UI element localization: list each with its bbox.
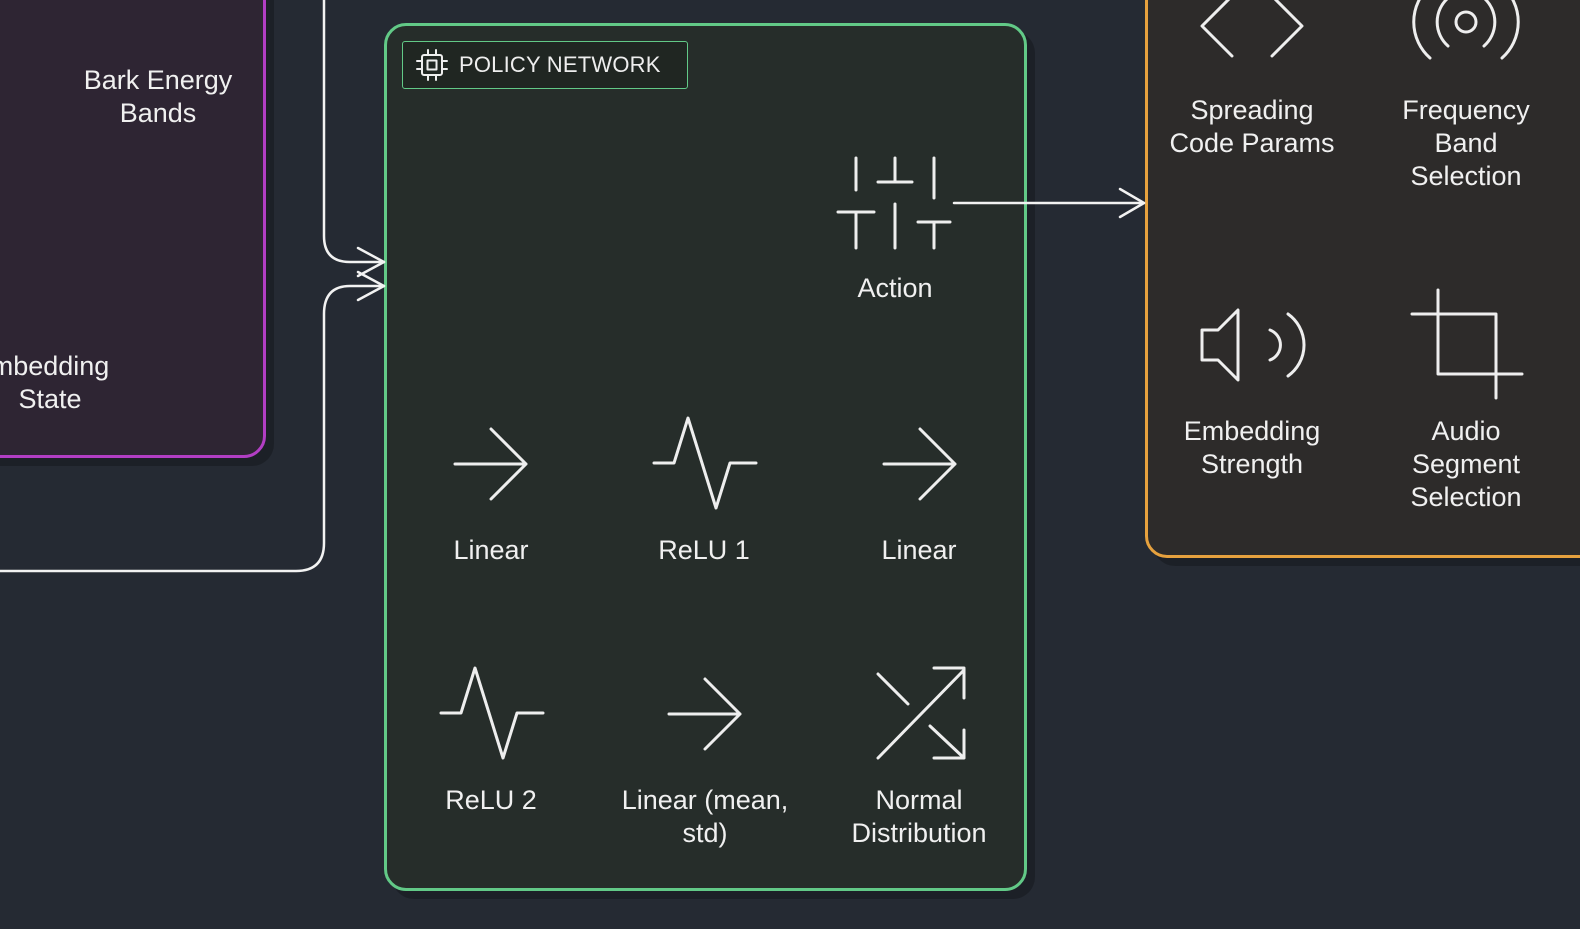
relu-2-label: ReLU 2 xyxy=(445,785,537,815)
policy-network-badge: POLICY NETWORK xyxy=(402,41,688,89)
cpu-chip-icon xyxy=(416,49,448,81)
action-output-panel xyxy=(1145,0,1580,558)
embedding-strength-label: Embedding Strength xyxy=(1183,416,1321,479)
linear-layer-1-label: Linear xyxy=(453,535,529,565)
arrowhead-output-input xyxy=(1118,187,1146,219)
shuffle-icon xyxy=(876,666,966,760)
arrow-right-icon xyxy=(667,677,742,751)
activity-icon xyxy=(652,416,758,510)
normal-distribution-label: Normal Distribution xyxy=(851,785,987,848)
code-brackets-icon xyxy=(1200,0,1304,58)
frequency-band-selection-label: Frequency Band Selection xyxy=(1402,95,1530,191)
radio-broadcast-icon xyxy=(1412,0,1520,60)
arrow-right-icon xyxy=(882,427,957,501)
arrowhead-policy-input-upper xyxy=(356,246,386,278)
policy-network-panel xyxy=(384,23,1027,891)
audio-segment-selection-label: Audio Segment Selection xyxy=(1410,416,1522,512)
bark-energy-bands-label: Bark Energy Bands xyxy=(83,65,233,128)
arrow-right-icon xyxy=(453,427,528,501)
sliders-icon xyxy=(836,156,952,250)
linear-layer-2-label: Linear xyxy=(881,535,957,565)
linear-mean-std-label: Linear (mean, std) xyxy=(621,785,789,848)
activity-icon xyxy=(439,666,545,760)
volume-icon xyxy=(1200,308,1306,382)
wire-bark-energy-to-policy xyxy=(322,0,386,264)
policy-network-title: POLICY NETWORK xyxy=(459,52,661,77)
action-label: Action xyxy=(857,273,933,303)
spreading-code-params-label: Spreading Code Params xyxy=(1169,95,1335,158)
relu-1-label: ReLU 1 xyxy=(658,535,750,565)
crop-icon xyxy=(1410,288,1524,400)
arrowhead-policy-input-lower xyxy=(356,270,386,302)
embedding-state-label: mbedding State xyxy=(0,351,110,414)
